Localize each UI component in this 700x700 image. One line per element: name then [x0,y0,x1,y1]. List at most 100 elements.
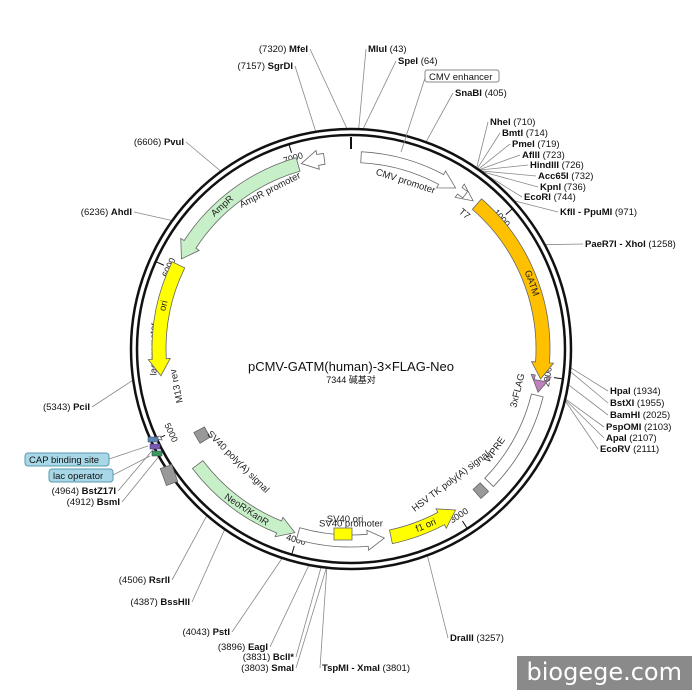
site-leader-line [185,141,222,172]
scale-tick [505,208,513,215]
scale-tick [155,261,165,266]
lac-region-box [159,463,179,487]
cap-binding-site-tag: CAP binding site [24,445,149,467]
scale-tick [288,144,293,153]
site-leader-line [477,143,511,170]
site-leader-line [171,515,208,581]
site-position: (64) [418,56,438,67]
site-name: BmtI [502,128,523,139]
site-label: BamHI (2025) [610,410,670,421]
site-name: SgrDI [268,61,293,72]
site-position: (4912) [67,497,97,508]
site-name: BclI* [273,652,294,663]
site-label: (5343) PciI [43,402,90,413]
site-position: (3896) [218,642,248,653]
site-label: (4964) BstZ17I [52,486,116,497]
site-label: (3831) BclI* [243,652,295,663]
site-leader-line [362,60,397,130]
site-position: (1258) [646,239,676,250]
site-name: SnaBI [455,88,482,99]
site-leader-line [121,456,160,503]
t7-label: T7 [456,206,472,222]
site-name: BstZ17I [82,486,116,497]
site-label: NheI (710) [490,117,535,128]
scale-tick-label: 5000 [162,421,180,443]
site-label: (4506) RsrII [119,575,170,586]
site-position: (3831) [243,652,273,663]
site-leader-line [544,243,584,246]
3xflag-label: 3xFLAG [508,372,527,408]
site-leader-line [513,200,559,213]
site-position: (2111) [630,444,659,455]
site-leader-line [565,398,605,428]
site-label: Acc65I (732) [538,171,593,182]
site-label: (6236) AhdI [81,207,132,218]
site-position: (3257) [474,633,504,644]
m13-rev-arrow [147,436,159,443]
site-leader-line [479,164,529,171]
site-leader-line [117,447,155,492]
site-label: (4912) BsmI [67,497,120,508]
sv40-ori-box [333,527,353,541]
site-name: PstI [213,627,230,638]
site-position: (4964) [52,486,82,497]
hsv-tk-polya-box [472,482,490,499]
site-leader-line [476,132,501,170]
site-leader-line [478,154,521,171]
site-position: (714) [523,128,548,139]
site-label: (4043) PstI [182,627,230,638]
watermark: biogege.com [516,656,692,690]
wpre-box [484,393,544,488]
site-label: EcoRI (744) [524,192,576,203]
site-label: PmeI (719) [512,139,560,150]
site-label: (3803) SmaI [241,663,294,674]
ori-arrow [147,261,186,377]
plasmid-name: pCMV-GATM(human)-3×FLAG-Neo [248,359,454,374]
site-label: SpeI (64) [398,56,438,67]
site-name: Acc65I [538,171,569,182]
site-name: PvuI [164,137,184,148]
3xflag-arrow [530,373,552,393]
site-label: (3896) EagI [218,642,268,653]
site-position: (3803) [241,663,271,674]
scale-tick [553,377,563,380]
site-position: (4506) [119,575,149,586]
site-position: (744) [551,192,576,203]
site-position: (405) [482,88,507,99]
site-position: (736) [561,182,586,193]
ampr-arrow [180,157,301,260]
scale-tick [291,545,295,555]
site-leader-line [231,557,283,633]
site-position: (43) [387,44,407,55]
site-name: RsrII [149,575,170,586]
site-leader-line [476,121,489,169]
backbone-inner [135,133,567,565]
site-label: SnaBI (405) [455,88,507,99]
cmv-promoter-arrow [360,151,457,189]
site-name: PaeR7I - XhoI [585,239,646,250]
neor-kanr-label: NeoR/KanR [222,492,271,529]
sv40-promoter-label: SV40 promoter [319,519,383,530]
site-label: EcoRV (2111) [600,444,659,455]
site-leader-line [358,48,367,130]
site-name: AhdI [111,207,132,218]
site-position: (3801) [380,663,410,674]
hsv-tk-polya-label: HSV TK poly(A) signal [410,449,492,515]
site-name: TspMI - XmaI [322,663,380,674]
site-label: (7157) SgrDI [238,61,293,72]
gatm-arrow [471,198,555,380]
site-leader-line [319,567,328,669]
site-position: (732) [569,171,594,182]
site-position: (723) [540,150,565,161]
site-label: (7320) MfeI [259,44,308,55]
scale-tick [462,520,468,529]
site-position: (1955) [634,398,664,409]
cap-binding-site-label: CAP binding site [29,455,99,466]
site-position: (2025) [640,410,670,421]
site-name: BstXI [610,398,634,409]
site-leader-line [91,379,134,408]
site-position: (726) [559,160,584,171]
site-leader-line [295,567,327,669]
